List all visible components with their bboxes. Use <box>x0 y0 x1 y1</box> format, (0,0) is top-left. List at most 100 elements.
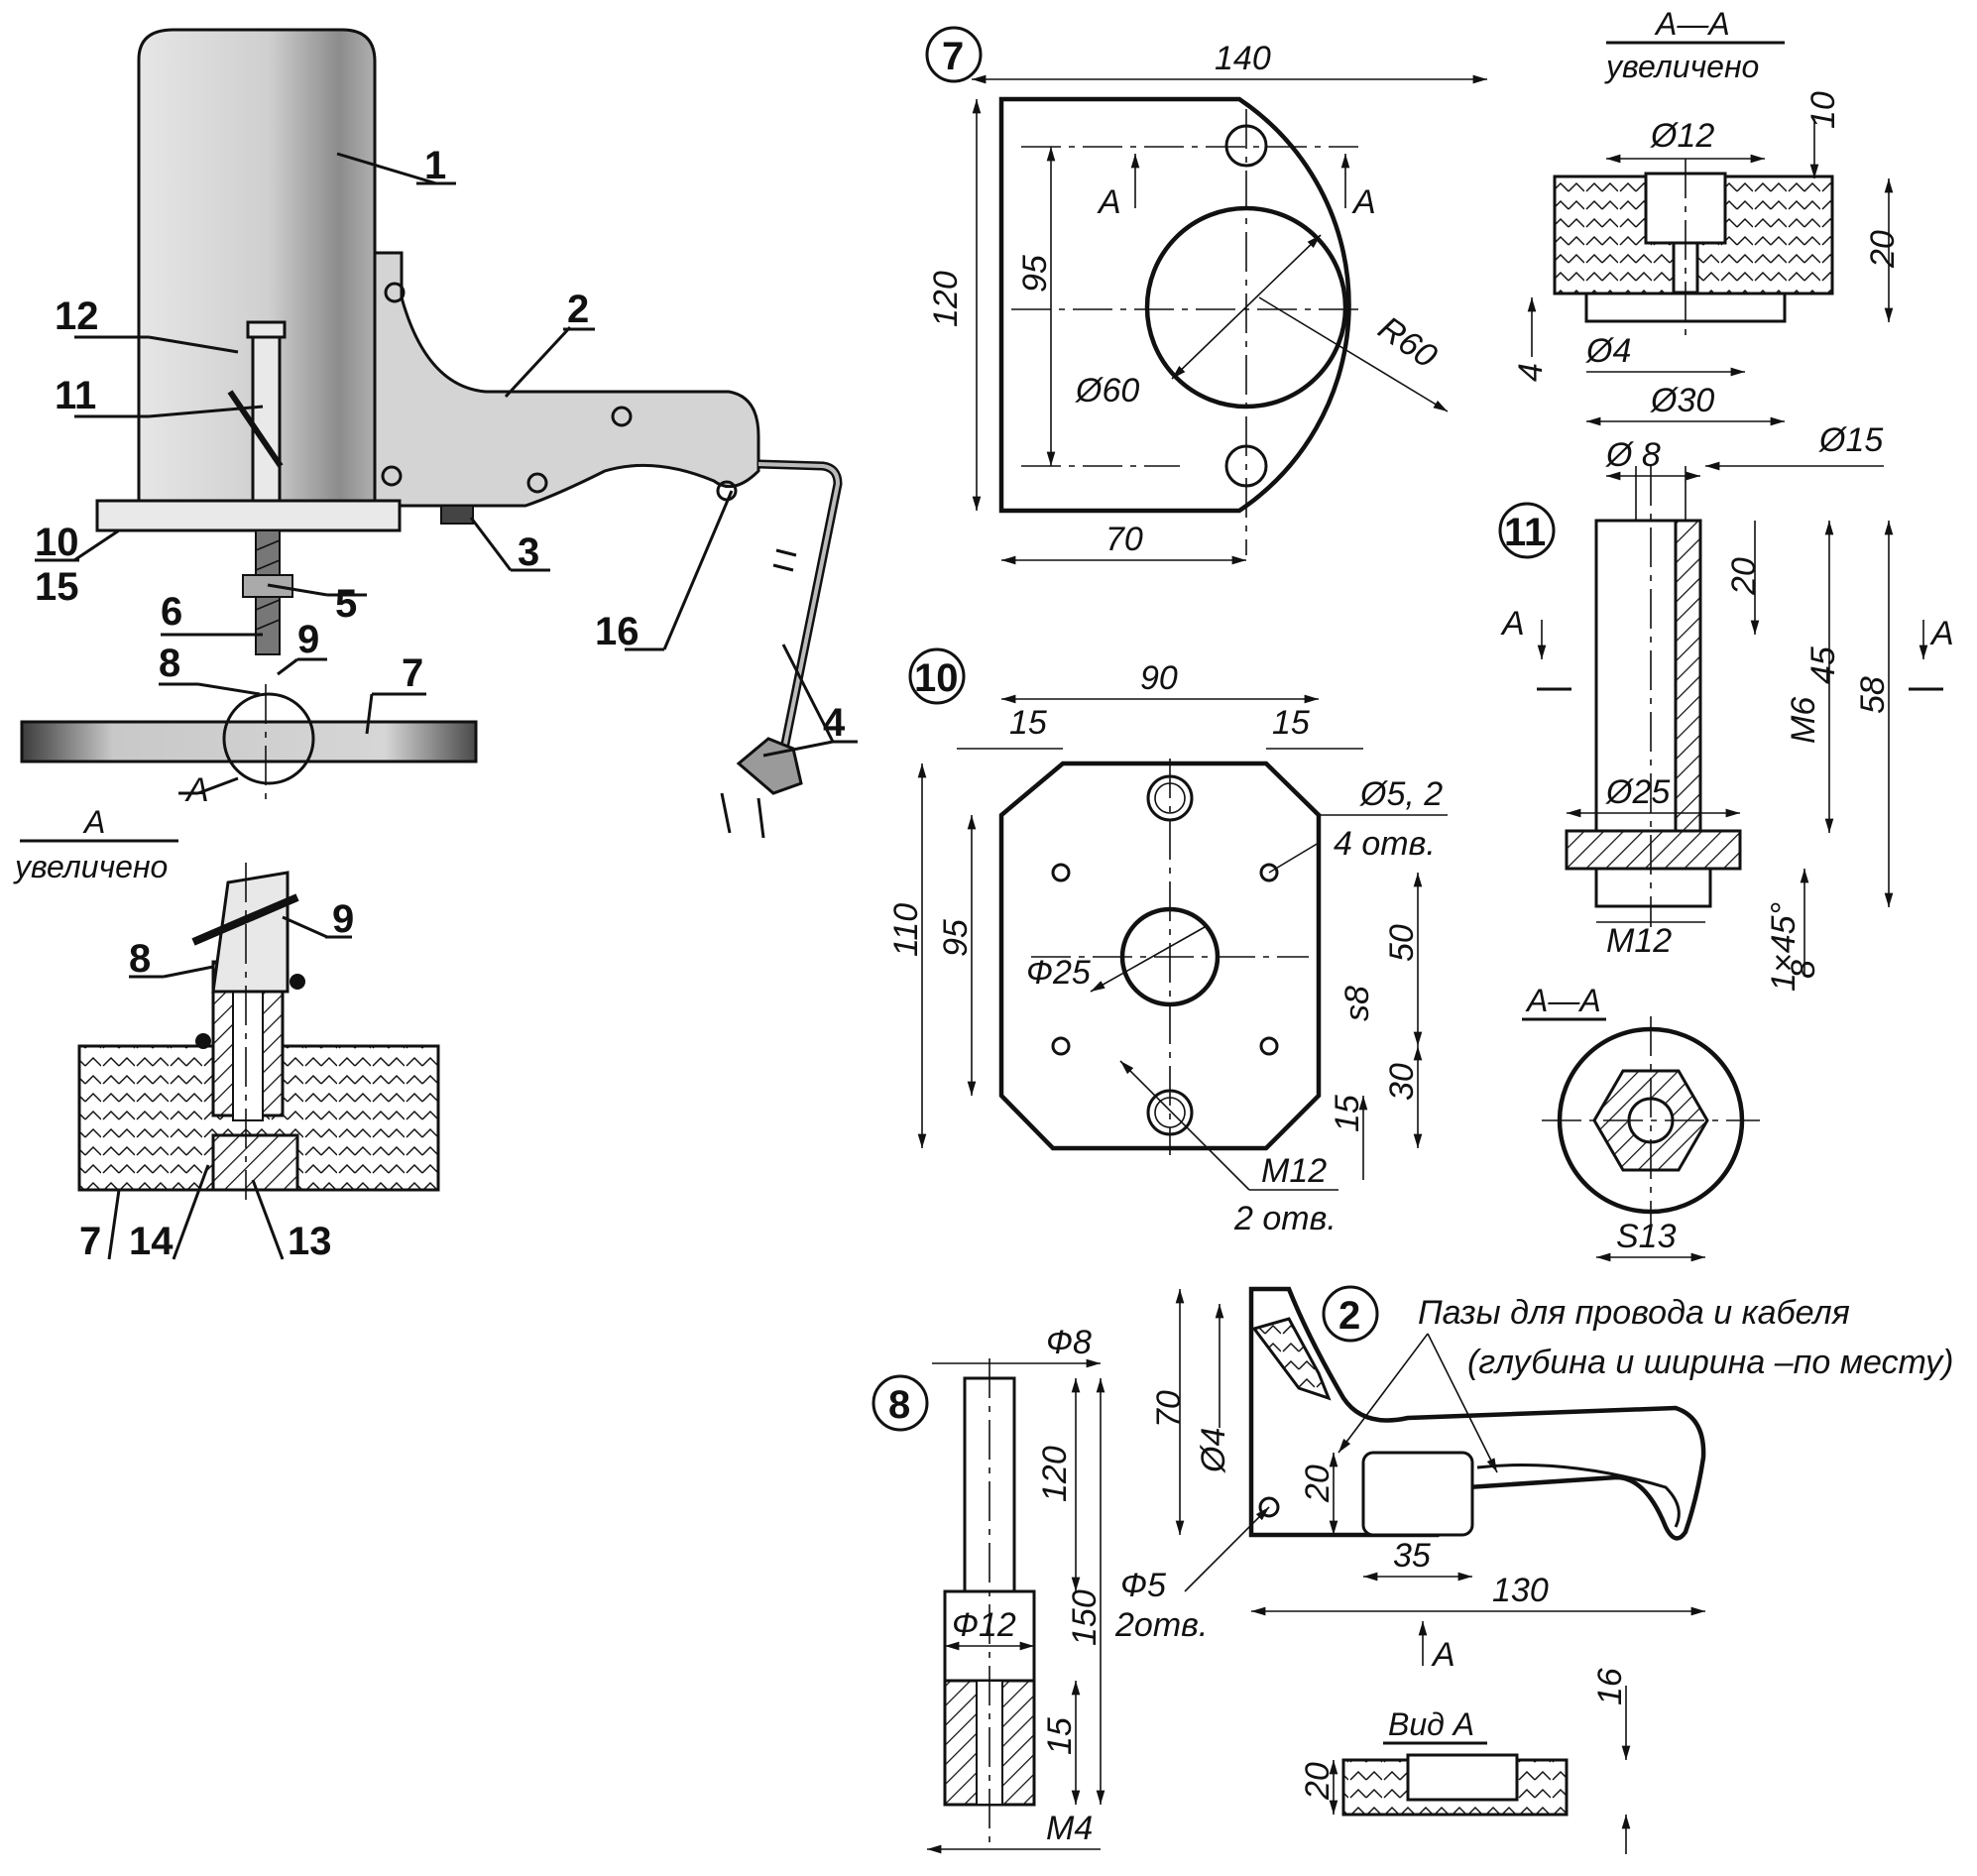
callout-2: 2 <box>567 288 589 331</box>
part-11-d-small: Ø 8 <box>1605 436 1661 474</box>
callout-7: 7 <box>402 651 423 695</box>
part-2-view-marker: A <box>1431 1636 1455 1674</box>
view-a-drawing: Вид А 20 16 <box>1299 1668 1631 1854</box>
section-aa-7-title: A—A <box>1654 6 1730 42</box>
part-7-outline <box>998 96 1351 514</box>
part-2-note-line1: Пазы для провода и кабеля <box>1418 1294 1850 1332</box>
section-aa-7-bottom: 4 <box>1512 363 1550 382</box>
part-10-chamfer-left: 15 <box>1009 704 1047 742</box>
part-2-holes-count: 2отв. <box>1114 1606 1208 1644</box>
part-11-l20: 20 <box>1725 557 1763 596</box>
part-11-l58: 58 <box>1854 676 1892 714</box>
part-10-thread-count: 2 отв. <box>1233 1200 1337 1237</box>
section-aa-7-counterbore: Ø30 <box>1650 382 1714 419</box>
view-a-title: Вид А <box>1388 1706 1474 1742</box>
part-11-mark-right: A <box>1929 615 1954 652</box>
part-11-chamfer: 1×45° <box>1765 902 1803 992</box>
part-10-thread: М12 <box>1261 1152 1327 1190</box>
part-7-hole-center: 70 <box>1105 521 1143 558</box>
part-11-thread-top: M6 <box>1785 697 1822 744</box>
part-11-mark-left: A <box>1500 605 1525 643</box>
callout-15: 15 <box>35 565 79 609</box>
part-2-note-line2: (глубина и ширина –по месту) <box>1467 1344 1953 1381</box>
workpiece <box>20 720 478 763</box>
callout-9: 9 <box>297 618 319 661</box>
callout-4: 4 <box>823 701 846 745</box>
part-2-drawing: 2 Пазы для провода и кабеля (глубина и ш… <box>1114 1285 1953 1674</box>
callout-6: 6 <box>161 590 182 634</box>
callout-12: 12 <box>55 294 99 338</box>
part-8-depth: 15 <box>1041 1717 1079 1755</box>
part-2-depth: 20 <box>1299 1465 1337 1503</box>
callout-5: 5 <box>335 582 357 626</box>
part-11-l8: 8 <box>1785 960 1822 979</box>
section-aa-part-11: A—A S13 <box>1522 983 1760 1262</box>
part-10-lower: 30 <box>1383 1063 1421 1101</box>
detail-callout-13: 13 <box>288 1220 332 1263</box>
part-11-l45: 45 <box>1804 646 1842 684</box>
section-aa-11-title: A—A <box>1525 983 1601 1018</box>
view-a-top: 16 <box>1591 1668 1629 1705</box>
part-10-outline <box>998 761 1322 1151</box>
part-10-holes-count: 4 отв. <box>1334 825 1436 863</box>
part-11-number: 11 <box>1504 511 1546 554</box>
part-7-holes-span: 95 <box>1016 255 1054 293</box>
section-aa-7-thickness: 20 <box>1864 230 1902 269</box>
part-10-number: 10 <box>914 656 959 700</box>
callout-3: 3 <box>518 530 539 574</box>
part-7-height: 120 <box>927 271 965 327</box>
general-view: 1 2 3 4 5 6 7 8 9 10 11 12 15 16 A A уве… <box>13 28 858 1263</box>
section-aa-11-hex: S13 <box>1616 1218 1677 1255</box>
part-10-drawing: 10 90 15 15 110 95 Ø5, 2 4 отв. Ф25 50 s… <box>887 647 1448 1237</box>
callout-16: 16 <box>595 610 640 653</box>
part-10-edge: 15 <box>1329 1095 1366 1132</box>
detail-callout-7: 7 <box>79 1220 101 1263</box>
callout-8: 8 <box>159 642 180 685</box>
section-aa-7-subtitle: увеличено <box>1604 49 1759 84</box>
part-7-drawing: 7 140 120 95 70 Ø60 R60 A A <box>925 26 1487 565</box>
part-10-inner-height: 95 <box>937 919 975 957</box>
part-10-width: 90 <box>1140 659 1178 697</box>
detail-callout-8: 8 <box>129 937 151 981</box>
part-10-holes: Ø5, 2 <box>1359 775 1443 813</box>
part-8-length-total: 150 <box>1066 1589 1104 1646</box>
switch <box>440 505 474 525</box>
part-10-height: 110 <box>887 903 925 957</box>
part-11-d-large: Ø15 <box>1818 421 1883 459</box>
bracket <box>373 251 760 508</box>
part-11-d-flange: Ø25 <box>1605 773 1670 811</box>
section-aa-7-small-bore: Ø4 <box>1585 332 1631 370</box>
part-8-length-upper: 120 <box>1036 1446 1074 1502</box>
detail-callout-9: 9 <box>332 897 354 941</box>
part-7-number: 7 <box>942 35 964 78</box>
part-8-thread: М4 <box>1046 1810 1093 1847</box>
part-8-drawing: 8 Ф8 120 150 Ф12 15 М4 <box>872 1324 1105 1854</box>
section-aa-7-top: 10 <box>1804 91 1842 129</box>
motor-body <box>137 28 377 503</box>
detail-callout-14: 14 <box>129 1220 174 1263</box>
part-10-bore: Ф25 <box>1026 954 1091 992</box>
part-11-drawing: 11 Ø 8 Ø15 Ø25 20 45 58 M6 M12 1×45° 8 A… <box>1498 421 1954 992</box>
callout-10: 10 <box>35 521 79 564</box>
view-a-total: 20 <box>1299 1762 1337 1801</box>
detail-title: A <box>82 804 105 840</box>
base-plate <box>95 499 402 532</box>
part-10-thickness: s8 <box>1338 986 1376 1021</box>
part-2-height: 70 <box>1150 1390 1188 1428</box>
callout-11: 11 <box>55 374 96 417</box>
plug <box>736 737 803 795</box>
part-2-outline <box>1248 1286 1706 1541</box>
detail-subtitle: увеличено <box>13 849 168 884</box>
part-10-chamfer-right: 15 <box>1272 704 1310 742</box>
part-8-number: 8 <box>888 1383 910 1427</box>
part-11-thread-bottom: M12 <box>1606 922 1672 960</box>
part-7-mark-left: A <box>1097 183 1121 221</box>
section-aa-part-7: A—A увеличено Ø12 10 20 4 Ø4 Ø30 <box>1512 6 1902 426</box>
part-2-length: 130 <box>1492 1572 1549 1609</box>
callout-1: 1 <box>424 144 446 187</box>
section-aa-7-bore: Ø12 <box>1650 117 1714 155</box>
part-7-mark-right: A <box>1351 183 1376 221</box>
part-2-width-slot: 35 <box>1393 1537 1431 1575</box>
part-2-hole-small: Ø4 <box>1195 1428 1232 1473</box>
